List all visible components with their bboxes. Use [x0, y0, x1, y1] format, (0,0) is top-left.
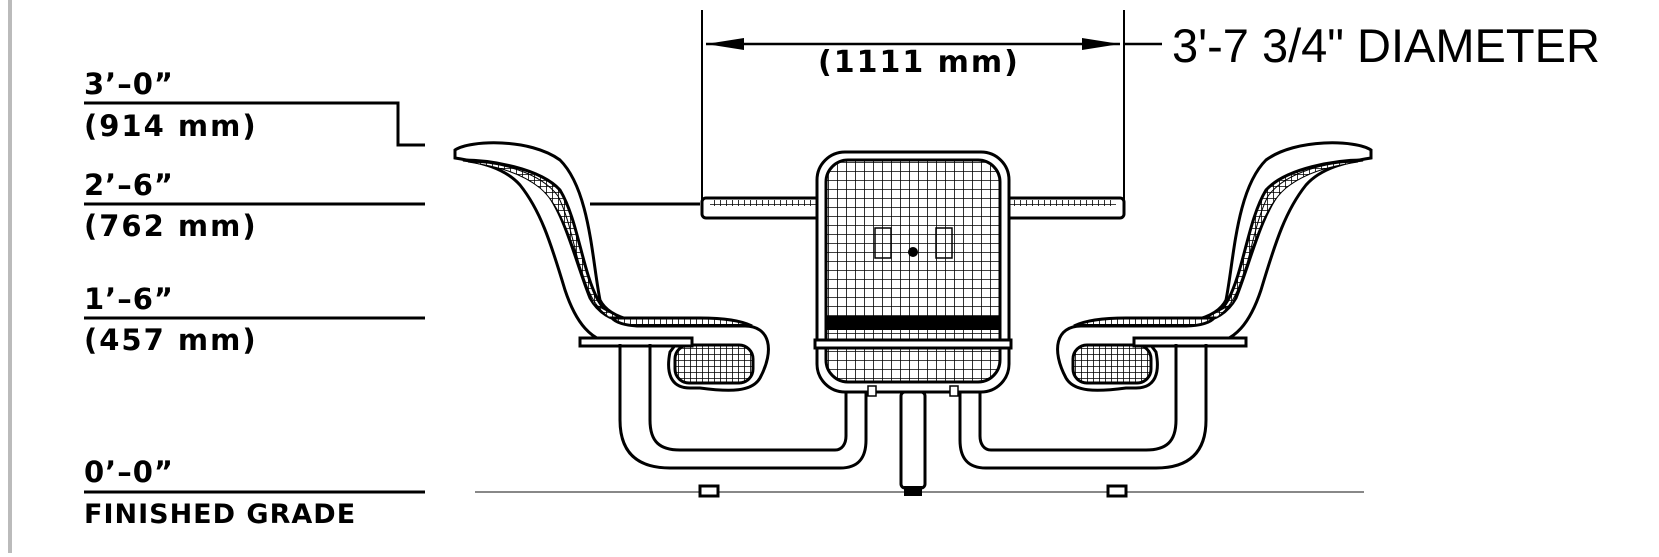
elevation-30-metric: (762 mm) [84, 209, 258, 243]
diameter-dimension [701, 10, 1162, 202]
diameter-metric: (1111 mm) [818, 45, 1020, 80]
elevation-18-imperial: 1’–6” [84, 282, 174, 316]
finished-grade-label: FINISHED GRADE [84, 499, 357, 530]
elevation-18-metric: (457 mm) [84, 323, 258, 357]
center-seat [813, 150, 1013, 496]
elevation-30-imperial: 2’–6” [84, 168, 174, 202]
elevation-36-metric: (914 mm) [84, 109, 258, 143]
diameter-imperial: 3'-7 3/4" DIAMETER [1172, 19, 1600, 72]
left-seat [453, 141, 868, 498]
elevation-0-imperial: 0’–0” [84, 455, 174, 489]
right-seat [958, 141, 1373, 498]
elevation-lines [84, 101, 425, 494]
elevation-line-36 [84, 101, 425, 147]
elevation-36-imperial: 3’–0” [84, 67, 174, 101]
